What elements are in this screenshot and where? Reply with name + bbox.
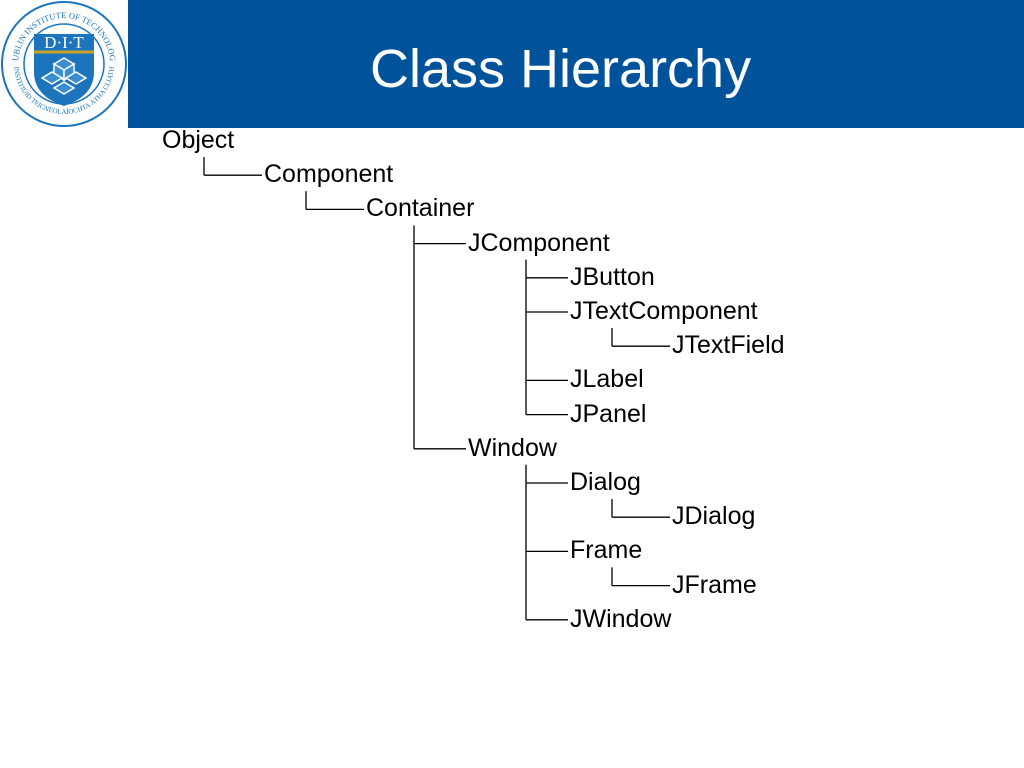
dit-logo: DUBLIN INSTITUTE OF TECHNOLOGY INSTITIÚI… xyxy=(0,0,127,127)
tree-node-jbutton: JButton xyxy=(570,262,655,291)
logo-initials: D·I·T xyxy=(44,33,84,52)
tree-node-component: Component xyxy=(264,160,394,189)
tree-node-jdialog: JDialog xyxy=(672,502,756,531)
page-title: Class Hierarchy xyxy=(370,39,752,99)
tree-node-object: Object xyxy=(162,126,235,154)
tree-node-container: Container xyxy=(366,194,475,223)
tree-node-jcomponent: JComponent xyxy=(468,228,610,257)
logo-emblem xyxy=(40,57,88,95)
tree-node-jframe: JFrame xyxy=(672,570,757,599)
tree-node-window: Window xyxy=(468,433,557,462)
tree-node-jwindow: JWindow xyxy=(570,604,672,633)
header-bar xyxy=(128,0,1024,128)
tree-node-jtextcomponent: JTextComponent xyxy=(570,297,758,325)
tree-node-jlabel: JLabel xyxy=(570,365,644,394)
tree-node-jpanel: JPanel xyxy=(570,399,647,428)
tree-node-jtextfield: JTextField xyxy=(672,331,785,360)
tree-node-dialog: Dialog xyxy=(570,468,641,496)
tree-node-frame: Frame xyxy=(570,536,643,565)
